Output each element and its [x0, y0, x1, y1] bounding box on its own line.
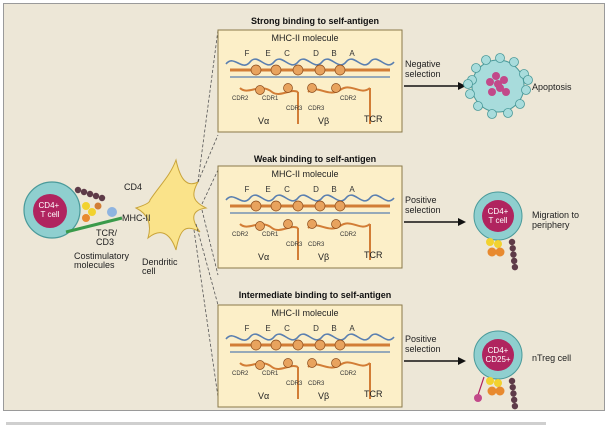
pocket-letter-d: D: [313, 324, 319, 333]
pocket-letter-e: E: [265, 324, 270, 333]
v-beta-label: Vβ: [318, 116, 329, 126]
costimulatory-bar: [65, 216, 123, 234]
pocket-letter-b: B: [331, 185, 336, 194]
cd4-t-cell-line2: T cell: [41, 210, 60, 219]
tcr-yellow-b: [88, 208, 96, 216]
selection-arrow-head: [458, 82, 466, 90]
outcome-label: nTreg cell: [532, 353, 571, 363]
tcr-label: TCR: [364, 250, 383, 260]
panel-heading: Weak binding to self-antigen: [254, 154, 376, 164]
connector-lines: [193, 29, 219, 398]
outcome-cell-label: CD4+CD25+: [485, 346, 510, 364]
left-interaction: CD4+ T cell CD4 MHC-II TCR/CD3 Costimula…: [23, 158, 208, 276]
cd4-t-cell-line1: CD4+: [39, 201, 60, 210]
tcr-orange-a: [82, 214, 90, 222]
outcome-label: Apoptosis: [532, 82, 572, 92]
outcome-cell-label: CD4+T cell: [488, 207, 509, 225]
mature-cd4-t-cell: [473, 191, 527, 272]
cd4-molecule: [74, 186, 106, 202]
cdr-label: CDR1: [262, 96, 279, 102]
cdr-label: CDR2: [340, 96, 357, 102]
pocket-letter-f: F: [245, 185, 250, 194]
panel-heading: Strong binding to self-antigen: [251, 16, 379, 26]
mhc-tcr-box: [217, 304, 403, 408]
mhc-ii-molecule-label: MHC-II molecule: [271, 169, 338, 179]
v-beta-label: Vβ: [318, 252, 329, 262]
cdr-label: CDR3: [286, 381, 303, 387]
apoptotic-cell: [463, 53, 533, 119]
cdr-label: CDR2: [232, 96, 249, 102]
mhc-tcr-box: [217, 165, 403, 269]
pocket-letter-b: B: [331, 49, 336, 58]
v-alpha-label: Vα: [258, 116, 269, 126]
cdr-label: CDR1: [262, 232, 279, 238]
selection-arrow-head: [458, 357, 466, 365]
selection-panel-3: Intermediate binding to self-antigenMHC-…: [217, 290, 571, 411]
cdr-label: CDR3: [286, 242, 303, 248]
cdr-label: CDR2: [340, 371, 357, 377]
pocket-letter-e: E: [265, 49, 270, 58]
pocket-letter-c: C: [284, 324, 290, 333]
cdr-label: CDR2: [340, 232, 357, 238]
v-alpha-label: Vα: [258, 391, 269, 401]
cdr-label: CDR1: [262, 371, 279, 377]
mhc-blue: [107, 207, 117, 217]
cdr-label: CDR2: [232, 371, 249, 377]
ntreg-cell: [473, 330, 527, 411]
pocket-letter-c: C: [284, 49, 290, 58]
mhc-ii-molecule-label: MHC-II molecule: [271, 33, 338, 43]
pocket-letter-a: A: [349, 324, 355, 333]
dendritic-cell-shape: [134, 158, 208, 251]
pocket-letter-d: D: [313, 185, 319, 194]
cd4-t-cell-label: CD4+ T cell: [39, 201, 62, 219]
cd4-t-cell-nucleus: [33, 194, 67, 228]
tcr-orange-b: [94, 202, 102, 210]
tcr-cd3-label: TCR/CD3: [96, 228, 117, 247]
caption-strip: [6, 416, 606, 430]
panel-heading: Intermediate binding to self-antigen: [239, 290, 392, 300]
tcr-label: TCR: [364, 114, 383, 124]
cd4-label: CD4: [124, 182, 142, 192]
pocket-letter-a: A: [349, 49, 355, 58]
selection-arrow-head: [458, 218, 466, 226]
pocket-letter-b: B: [331, 324, 336, 333]
pocket-letter-e: E: [265, 185, 270, 194]
pocket-letter-f: F: [245, 49, 250, 58]
mhc-ii-label: MHC-II: [122, 213, 151, 223]
mhc-tcr-box: [217, 29, 403, 133]
pocket-letter-d: D: [313, 49, 319, 58]
caption-line: [6, 422, 546, 425]
v-beta-label: Vβ: [318, 391, 329, 401]
cdr-label: CDR3: [308, 242, 325, 248]
pocket-letter-c: C: [284, 185, 290, 194]
pocket-letter-f: F: [245, 324, 250, 333]
pocket-letter-a: A: [349, 185, 355, 194]
mhc-ii-molecule-label: MHC-II molecule: [271, 308, 338, 318]
cdr-label: CDR3: [308, 381, 325, 387]
v-alpha-label: Vα: [258, 252, 269, 262]
cdr-label: CDR2: [232, 232, 249, 238]
tcr-label: TCR: [364, 389, 383, 399]
cdr-label: CDR3: [308, 106, 325, 112]
tcr-yellow-a: [82, 202, 90, 210]
cdr-label: CDR3: [286, 106, 303, 112]
